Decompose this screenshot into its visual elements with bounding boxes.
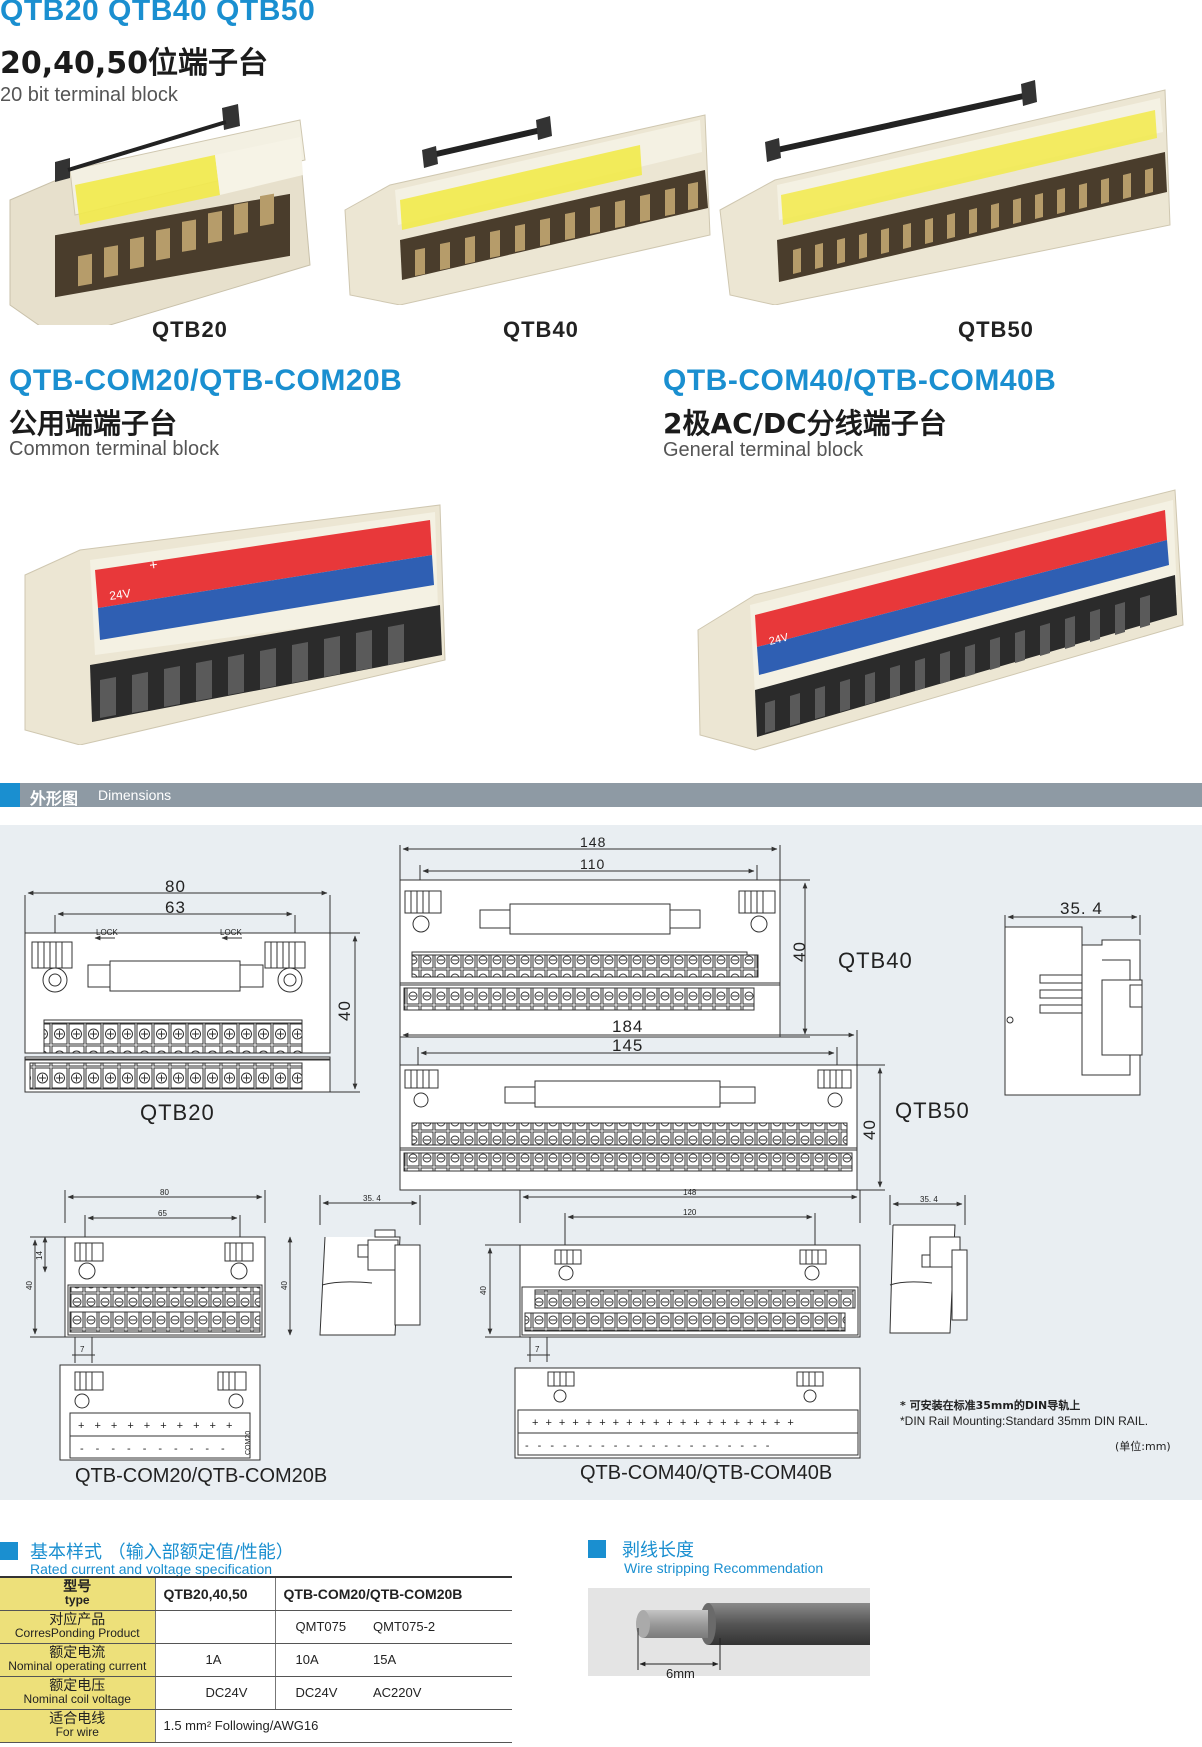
strip-title-en: Wire stripping Recommendation <box>624 1560 824 1576</box>
strip-title-cn: 剥线长度 <box>588 1536 694 1562</box>
com40-title-cn: 2极AC/DC分线端子台 <box>663 407 947 440</box>
com40-minus-row: -------------------- <box>525 1440 770 1452</box>
com40-width: 148 <box>683 1188 697 1197</box>
side-depth: 35. 4 <box>1060 899 1103 918</box>
qtb50-photo <box>719 80 1171 305</box>
qtb20-width: 80 <box>165 877 186 896</box>
com20-photo: 24V + <box>24 504 446 745</box>
qtb20-lock-right: LOCK <box>220 928 242 937</box>
qtb40-width: 148 <box>580 834 606 850</box>
com-sign-rows: ++++++++++ ---------- ++++++++++++++++++… <box>78 1417 794 1455</box>
com20-stub: 7 <box>80 1345 85 1354</box>
com40-title-en: General terminal block <box>663 439 864 461</box>
dimensions-title-en: Dimensions <box>98 787 172 803</box>
com20-minus-row: ---------- <box>80 1443 225 1455</box>
com40-plus-row: ++++++++++++++++++++ <box>532 1417 794 1429</box>
qtb40-screws <box>415 182 698 276</box>
caption-qtb20: QTB20 <box>152 317 228 342</box>
cell <box>155 1609 276 1644</box>
dimensions-bar: 外形图 Dimensions <box>0 783 1202 808</box>
com20-plus-label: + <box>148 556 158 573</box>
com40-stub: 7 <box>535 1345 540 1354</box>
spec-title-en: Rated current and voltage specification <box>30 1561 273 1577</box>
dimensions-bar-accent <box>0 783 20 807</box>
qtb20-height: 40 <box>335 1000 354 1021</box>
dimensions-title-cn: 外形图 <box>30 789 79 808</box>
cell: 15A <box>365 1642 512 1677</box>
com20-title-en: Common terminal block <box>9 438 220 460</box>
cell: 10A <box>275 1642 365 1677</box>
com20-height2: 40 <box>280 1281 289 1290</box>
qtb50-width: 184 <box>612 1017 643 1036</box>
caption-qtb50: QTB50 <box>958 317 1034 342</box>
qtb20-drawing-label: QTB20 <box>140 1100 215 1125</box>
qtb50-height: 40 <box>860 1119 879 1140</box>
com20-model: QTB-COM20/QTB-COM20B <box>9 364 403 397</box>
com40-pitch: 120 <box>683 1208 697 1217</box>
com40-model: QTB-COM40/QTB-COM40B <box>663 364 1057 397</box>
models-heading: QTB20 QTB40 QTB50 <box>0 0 316 27</box>
qtb20-pitch: 63 <box>165 898 186 917</box>
dimension-drawings: 80 63 40 148 110 40 184 145 40 35. 4 LOC… <box>24 834 1143 1461</box>
com40-depth: 35. 4 <box>920 1195 938 1204</box>
com20-height: 40 <box>25 1281 34 1290</box>
wire-strip-diagram: 6mm <box>588 1588 870 1678</box>
qtb40-photo <box>344 114 711 305</box>
com20-drawing-label: QTB-COM20/QTB-COM20B <box>75 1465 328 1487</box>
com20-tag: COM20 <box>245 1431 252 1455</box>
com20-volt-label: 24V <box>108 586 131 603</box>
cell: QTB20,40,50 <box>155 1576 276 1611</box>
com20-width: 80 <box>160 1188 169 1197</box>
qtb40-pitch: 110 <box>580 856 605 872</box>
qtb20-photo <box>9 104 311 325</box>
com20-depth: 35. 4 <box>363 1194 381 1203</box>
qtb50-pitch: 145 <box>612 1036 643 1055</box>
cell: QMT075-2 <box>365 1609 512 1644</box>
com20-title-cn: 公用端端子台 <box>9 407 178 440</box>
cell: 1.5 mm² Following/AWG16 <box>155 1708 512 1743</box>
note-unit: (单位:mm) <box>1115 1440 1171 1453</box>
com40-volt-label: 24V <box>768 631 791 648</box>
cell: DC24V <box>155 1675 276 1710</box>
cell: AC220V <box>365 1675 512 1710</box>
qtb40-height: 40 <box>790 941 809 962</box>
qtb40-drawing-label: QTB40 <box>838 948 913 973</box>
cell: 1A <box>155 1642 276 1677</box>
note-din-en: *DIN Rail Mounting:Standard 35mm DIN RAI… <box>900 1414 1149 1428</box>
com20-offset: 14 <box>35 1251 44 1260</box>
note-din-cn: * 可安装在标准35mm的DIN导轨上 <box>900 1399 1081 1412</box>
title-en: 20 bit terminal block <box>0 84 178 106</box>
com40-photo: 24V <box>697 489 1184 751</box>
com20-pitch: 65 <box>158 1209 167 1218</box>
spec-title-cn: 基本样式 （输入部额定值/性能） <box>0 1538 294 1564</box>
cell: QMT075 <box>275 1609 365 1644</box>
spec-square-icon <box>0 1542 18 1560</box>
qtb20-lock-left: LOCK <box>96 928 118 937</box>
com40-drawing-label: QTB-COM40/QTB-COM40B <box>580 1462 833 1484</box>
title-cn: 20,40,50位端子台 <box>0 46 269 81</box>
cell: QTB-COM20/QTB-COM20B <box>275 1576 512 1611</box>
caption-qtb40: QTB40 <box>503 317 579 342</box>
com40-height: 40 <box>479 1286 488 1295</box>
com20-plus-row: ++++++++++ <box>78 1420 232 1432</box>
strip-length: 6mm <box>666 1666 695 1678</box>
cell: DC24V <box>275 1675 365 1710</box>
qtb50-drawing-label: QTB50 <box>895 1098 970 1123</box>
strip-square-icon <box>588 1540 606 1558</box>
